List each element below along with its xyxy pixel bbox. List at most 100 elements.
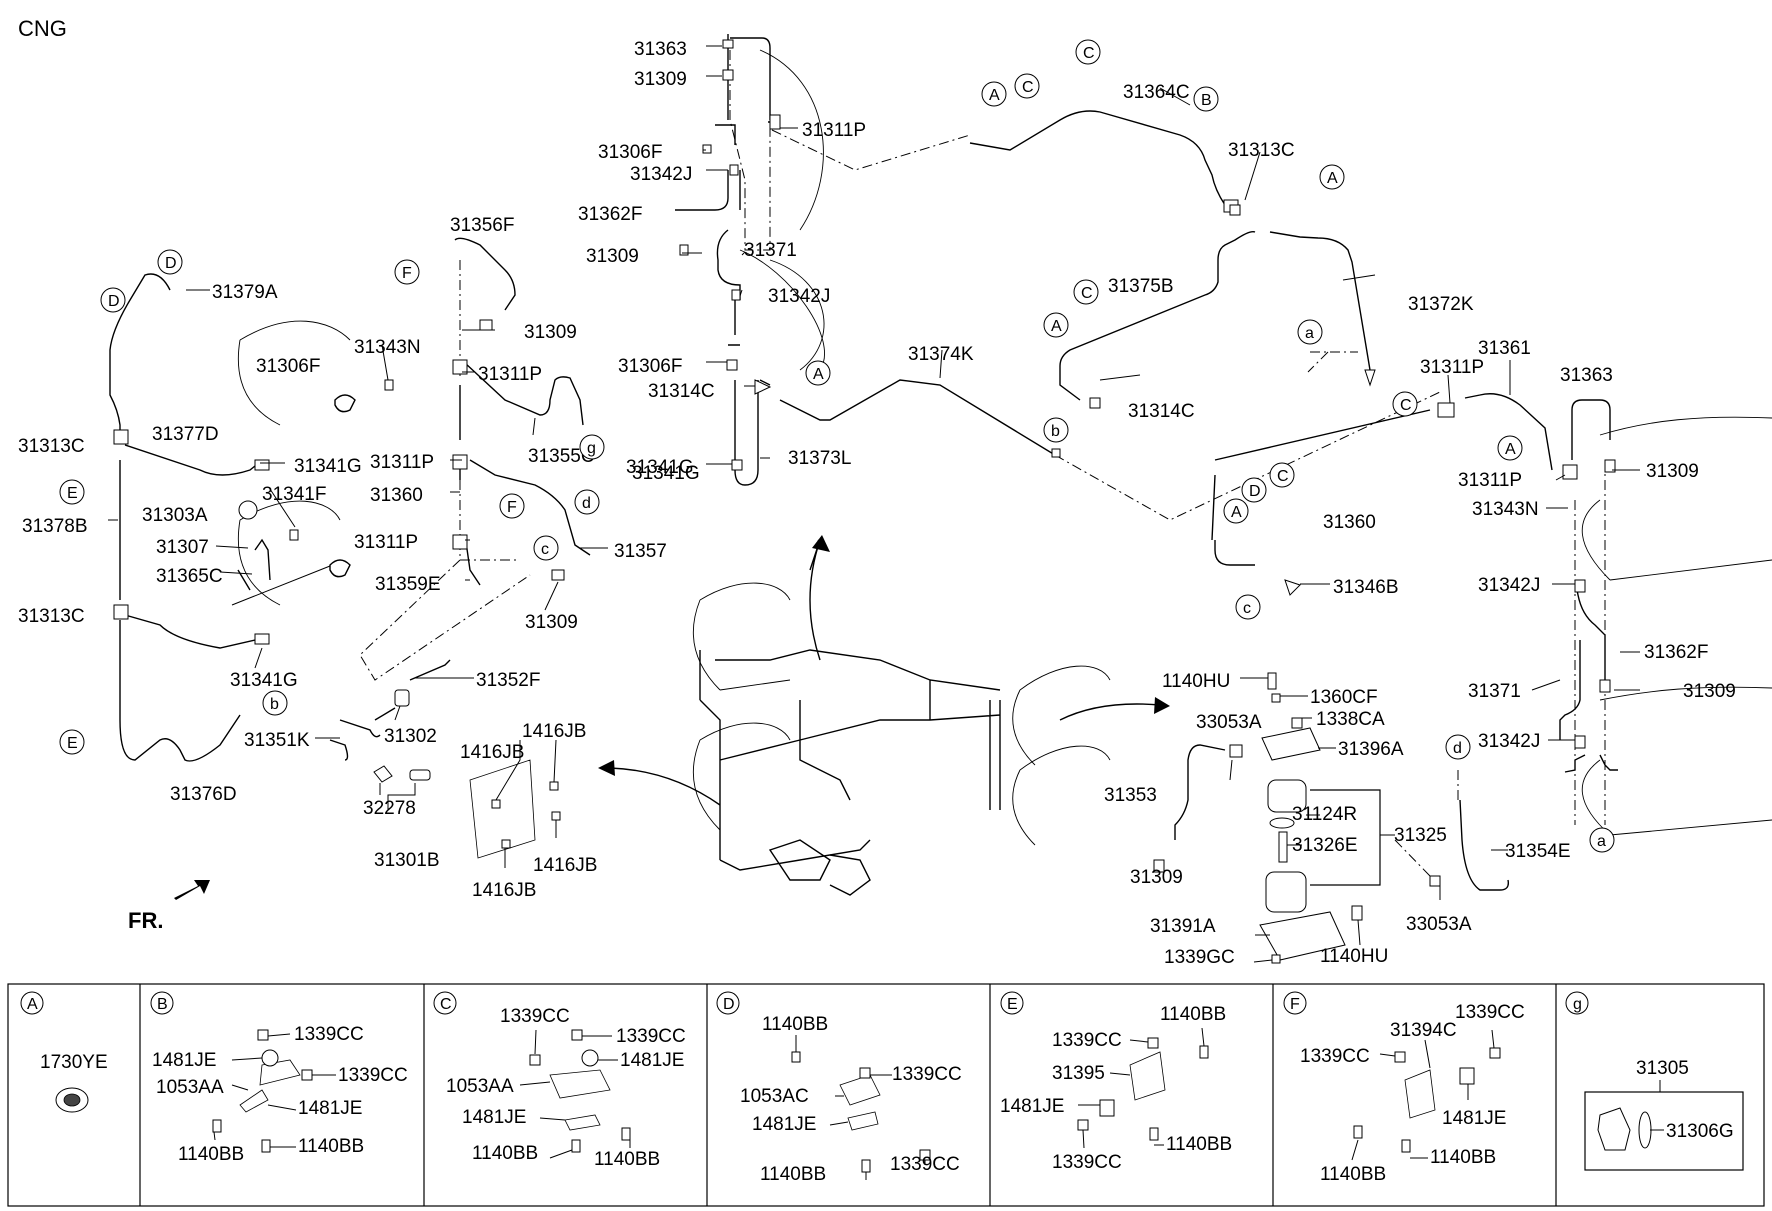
label: 1140BB bbox=[1430, 1147, 1496, 1168]
pipe-31373L bbox=[734, 379, 771, 486]
label: 1053AC bbox=[740, 1086, 809, 1107]
callout-a bbox=[1589, 827, 1615, 853]
bolt bbox=[501, 839, 511, 849]
tank-outline bbox=[739, 49, 825, 371]
filter-cap-31124R bbox=[1267, 779, 1307, 813]
label: 31307 bbox=[156, 537, 209, 558]
fitting bbox=[702, 144, 712, 154]
bolt bbox=[861, 1159, 871, 1173]
fitting-31311P bbox=[1562, 464, 1578, 480]
fitting bbox=[722, 39, 734, 49]
callout-letter: B bbox=[1201, 92, 1212, 109]
panel-key-letter: B bbox=[157, 996, 168, 1013]
callout-letter: C bbox=[1083, 45, 1095, 62]
callout-a bbox=[1297, 319, 1323, 345]
vehicle-assembly bbox=[598, 535, 1170, 896]
fitting-31309 bbox=[551, 569, 565, 581]
fitting-33053A bbox=[1229, 744, 1243, 758]
label: 1481JE bbox=[752, 1114, 816, 1135]
fitting bbox=[1229, 204, 1241, 216]
panel-key-letter: C bbox=[440, 996, 452, 1013]
panel-F: F 1339CC 31394C 1339CC 1481JE 1140BB 114… bbox=[1283, 991, 1525, 1185]
fitting bbox=[726, 359, 738, 371]
label: 31303A bbox=[142, 505, 208, 526]
label: 31343N bbox=[1472, 499, 1539, 520]
front-label: FR. bbox=[128, 908, 163, 933]
label: 31306F bbox=[598, 142, 662, 163]
label: 1140BB bbox=[178, 1144, 244, 1165]
pipe-31362F bbox=[675, 170, 741, 211]
label: 31346B bbox=[1333, 577, 1399, 598]
bolt bbox=[212, 1119, 222, 1133]
part-31302 bbox=[394, 689, 410, 707]
callout-D bbox=[157, 249, 183, 275]
callout-letter: A bbox=[1231, 504, 1242, 521]
label: 31311P bbox=[354, 532, 418, 553]
label: 1481JE bbox=[1000, 1096, 1064, 1117]
pipe-31363b bbox=[1571, 399, 1611, 460]
label: 1339CC bbox=[338, 1065, 408, 1086]
pipe-31375B bbox=[1059, 230, 1256, 401]
label: 31341G bbox=[294, 456, 362, 477]
pipe-31374K bbox=[779, 379, 1056, 456]
fitting bbox=[731, 459, 743, 471]
callout-F bbox=[394, 259, 420, 285]
callout-letter: E bbox=[67, 485, 78, 502]
pipe-31361 bbox=[1464, 393, 1553, 471]
label: 31355C bbox=[528, 446, 595, 467]
bolt bbox=[571, 1139, 581, 1153]
label: 31364C bbox=[1123, 82, 1190, 103]
label: 1140BB bbox=[1160, 1004, 1226, 1025]
handle-31306G bbox=[1638, 1111, 1652, 1149]
label: 31341G bbox=[626, 457, 694, 478]
label: 1416JB bbox=[472, 880, 536, 901]
callout-letter: A bbox=[989, 87, 1000, 104]
bolt bbox=[1199, 1045, 1209, 1059]
bracket-31395 bbox=[1129, 1051, 1166, 1101]
part-31301B bbox=[409, 769, 431, 781]
callout-letter: A bbox=[813, 366, 824, 383]
label: 1339CC bbox=[294, 1024, 364, 1045]
pipes bbox=[699, 649, 1001, 871]
callout-C bbox=[1269, 462, 1295, 488]
label: 1140HU bbox=[1320, 946, 1388, 967]
tank-outlines bbox=[237, 320, 351, 606]
detail-panels: A 1730YE B 1339CC 1481JE 1339CC 1053AA 1… bbox=[7, 983, 1765, 1207]
fitting bbox=[722, 69, 734, 81]
label: 1481JE bbox=[620, 1050, 684, 1071]
callout-letter: A bbox=[1051, 318, 1062, 335]
callout-A bbox=[981, 81, 1007, 107]
callout-letter: F bbox=[507, 499, 517, 516]
callout-C bbox=[1392, 391, 1418, 417]
callout-letter: C bbox=[1277, 468, 1289, 485]
fitting-31311P bbox=[1437, 402, 1455, 418]
pipe-31355C bbox=[464, 362, 584, 426]
fitting-31346B bbox=[1284, 579, 1301, 596]
label: 31395 bbox=[1052, 1063, 1105, 1084]
nut bbox=[571, 1029, 583, 1041]
label: 31342J bbox=[630, 164, 692, 185]
label: 31371 bbox=[744, 240, 797, 261]
arrow-left-stem bbox=[609, 767, 721, 806]
leaders bbox=[519, 1029, 631, 1159]
leaders bbox=[495, 739, 557, 868]
callout-letter: D bbox=[1249, 483, 1261, 500]
label: 1339CC bbox=[500, 1006, 570, 1027]
fitting-31314C bbox=[1089, 397, 1101, 409]
leaders bbox=[675, 45, 798, 465]
callout-A bbox=[1319, 164, 1345, 190]
arrow-left-head bbox=[598, 760, 615, 776]
fitting-31341G bbox=[254, 459, 270, 471]
clip bbox=[261, 1049, 279, 1067]
label: 1140BB bbox=[472, 1143, 538, 1164]
gauge-31303A bbox=[238, 500, 258, 520]
label: 31309 bbox=[525, 612, 578, 633]
centerline bbox=[1054, 391, 1441, 521]
clip-1481JE bbox=[1099, 1099, 1115, 1117]
nut bbox=[859, 1067, 871, 1079]
kit-box bbox=[1584, 1091, 1744, 1171]
label: 31354E bbox=[1505, 841, 1571, 862]
label: 1339CC bbox=[1052, 1030, 1122, 1051]
label: 1416JB bbox=[460, 742, 524, 763]
bolt-1140HU bbox=[1267, 672, 1277, 690]
